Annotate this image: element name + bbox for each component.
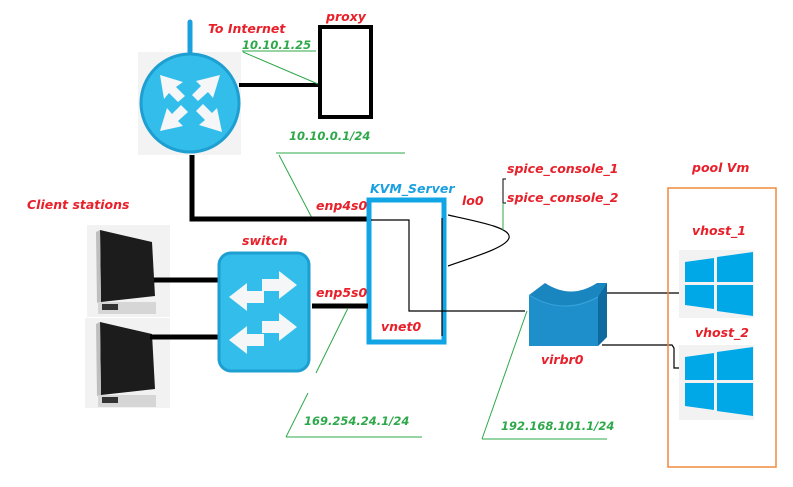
- pool-vm-box: [667, 187, 777, 468]
- virbr0-bridge-icon: [528, 283, 607, 346]
- router-icon: [139, 52, 241, 154]
- kvm-server-box: [366, 197, 447, 345]
- client-stations-label: Client stations: [27, 197, 129, 212]
- virbr0-subnet-label: 192.168.101.1/24: [501, 419, 614, 433]
- vhost-2-label: vhost_2: [695, 325, 749, 341]
- router-kvm-link: [189, 155, 368, 222]
- spice-console-2-label: spice_console_2: [507, 190, 618, 206]
- vnet0-label: vnet0: [381, 319, 422, 334]
- virbr0-label: virbr0: [541, 352, 584, 367]
- kvm-internal-bridge-wire: [371, 219, 525, 312]
- router-subnet-label: 10.10.0.1/24: [289, 129, 370, 143]
- to-internet-label: To Internet: [208, 21, 286, 36]
- vhost-1-label: vhost_1: [692, 223, 746, 239]
- proxy-label: proxy: [325, 9, 367, 24]
- switch-icon: [217, 251, 311, 373]
- client-station-1: [87, 225, 170, 317]
- proxy-ip-leader: [242, 51, 319, 85]
- lo0-loop: [447, 214, 510, 267]
- proxy-ip-label: 10.10.1.25: [242, 38, 311, 52]
- router-subnet-leader: [278, 154, 313, 219]
- switch-label: switch: [242, 233, 288, 248]
- router-node: [138, 19, 241, 155]
- vhost-1-windows-icon: [679, 250, 754, 318]
- spice-console-1-label: spice_console_1: [507, 161, 618, 177]
- switch-subnet-label: 169.254.24.1/24: [304, 414, 409, 428]
- client-station-2: [85, 318, 170, 408]
- enp5s0-label: enp5s0: [316, 285, 367, 300]
- spice-console-bracket: [502, 178, 506, 204]
- switch-subnet-leader-lower: [285, 392, 309, 438]
- pool-vm-label: pool Vm: [691, 160, 749, 175]
- switch-subnet-leader-upper: [315, 307, 349, 374]
- lo0-label: lo0: [462, 193, 484, 208]
- virbr0-subnet-leader: [481, 310, 528, 440]
- vhost-2-windows-icon: [679, 345, 754, 420]
- proxy-box: [318, 25, 373, 119]
- kvm-server-label: KVM_Server: [370, 181, 455, 197]
- enp4s0-label: enp4s0: [316, 198, 367, 213]
- virbr0-vhost2-link: [602, 344, 680, 369]
